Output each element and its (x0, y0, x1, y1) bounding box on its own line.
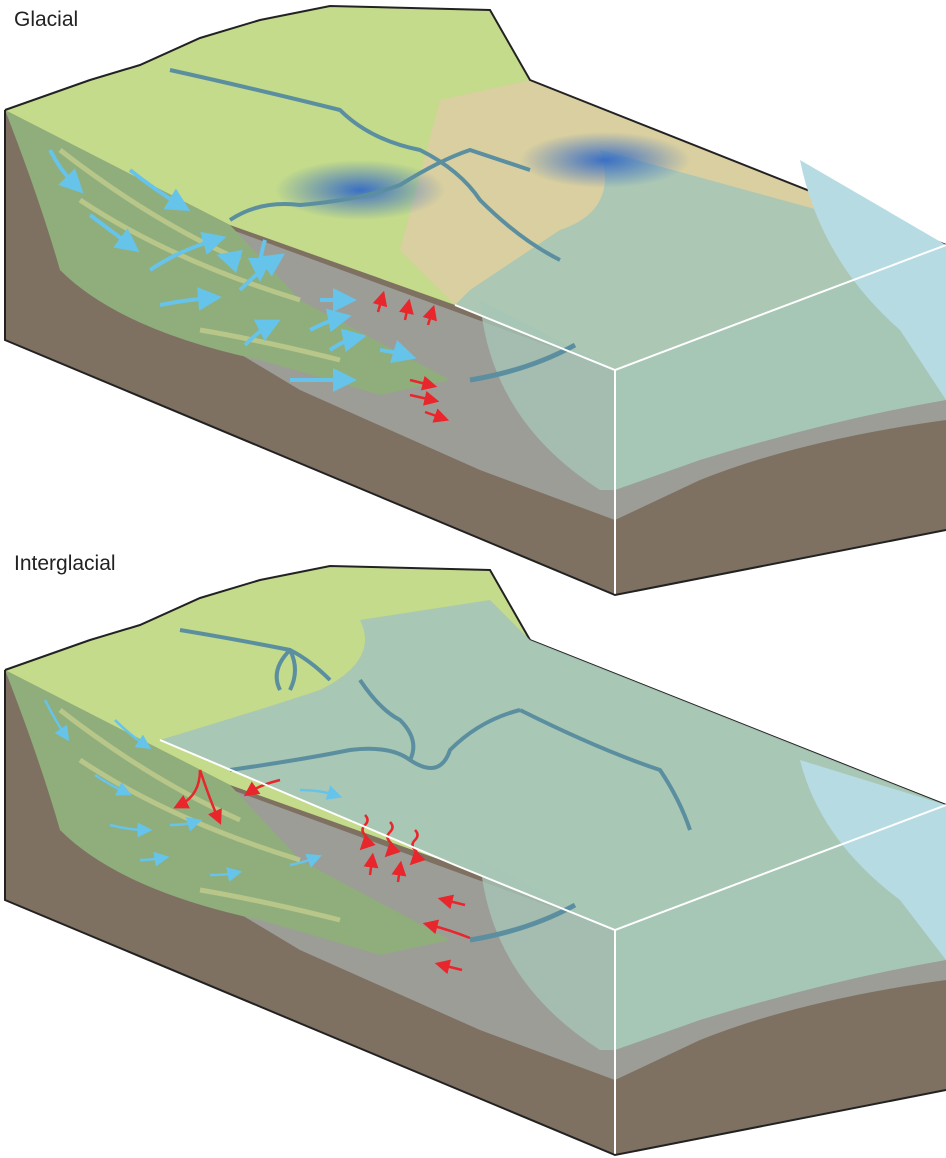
water-box-edges (159, 739, 946, 1155)
river-channel (169, 68, 561, 262)
open-ocean (800, 160, 946, 400)
drowned-river-channel (179, 628, 692, 831)
panel-title-interglacial: Interglacial (14, 552, 116, 575)
blue-flow-arrows (43, 699, 343, 882)
red-flow-arrows (173, 769, 471, 975)
shelf-edge-water (480, 860, 615, 1050)
block-outline (4, 110, 946, 597)
sea-water (160, 600, 946, 930)
panel-title-glacial: Glacial (14, 8, 79, 31)
meltwater-lake (275, 160, 445, 220)
glacial-block (5, 6, 946, 595)
block-outline (4, 670, 946, 1157)
red-flow-arrows (372, 290, 450, 423)
open-ocean (800, 760, 946, 960)
shelf-edge-water (480, 300, 615, 490)
sea-water (455, 150, 946, 370)
water-box-edges (454, 244, 946, 595)
blue-flow-arrows (48, 149, 417, 392)
meltwater-lake (520, 132, 690, 188)
interglacial-block (5, 566, 946, 1155)
